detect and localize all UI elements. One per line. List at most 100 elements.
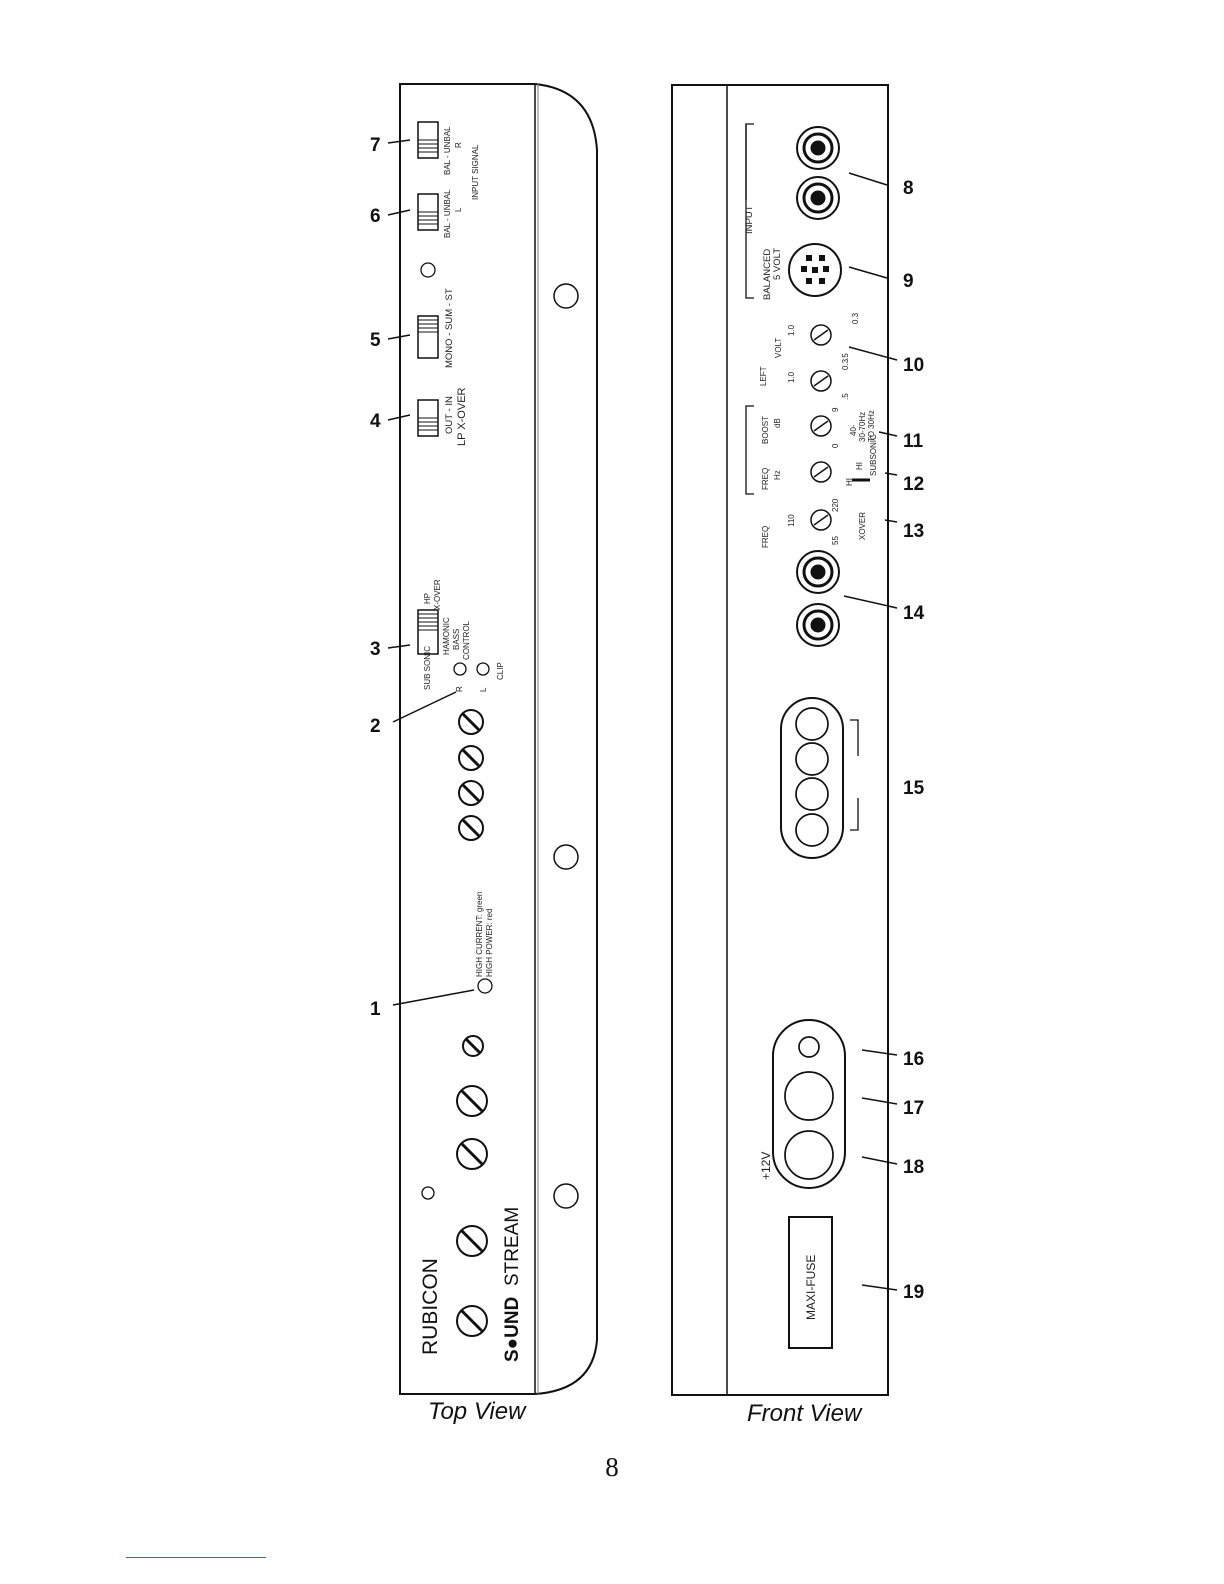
callout-1: 1: [370, 999, 381, 1020]
label-xover: XOVER: [858, 512, 867, 540]
sw5-label: MONO - SUM - ST: [444, 288, 455, 368]
svg-text:TO 30Hz: TO 30Hz: [867, 410, 876, 442]
svg-text:110: 110: [787, 514, 796, 527]
svg-text:220: 220: [831, 498, 840, 512]
callout-9: 9: [903, 271, 914, 292]
sw4-label-2: LP X-OVER: [456, 387, 468, 446]
switch-4-lp-xover: OUT - IN LP X-OVER: [417, 387, 468, 446]
led-l: L: [479, 687, 488, 692]
label-freq-1: FREQ: [761, 468, 770, 490]
page-number: 8: [605, 1452, 619, 1482]
speaker-terminals: [780, 697, 859, 859]
top-view-caption: Top View: [428, 1398, 526, 1425]
sw3-mid-3: CONTROL: [462, 620, 471, 660]
label-volt: VOLT: [774, 338, 783, 358]
switch-7-bal-unbal-r: BAL - UNBAL R INPUT SIGNAL: [417, 121, 480, 200]
label-freq-2: FREQ: [761, 526, 770, 548]
svg-text:1.0: 1.0: [787, 324, 796, 336]
svg-text:HI: HI: [845, 478, 854, 486]
switch-6-bal-unbal-l: BAL - UNBAL L: [417, 189, 463, 238]
callout-numbers: 1 2 3 4 5 6 7 8 9 10 11 12 13 14 15 16 1…: [370, 135, 925, 1303]
power-terminals: +12V: [759, 1019, 846, 1189]
top-view-panel: [399, 83, 598, 1395]
svg-text:0.3: 0.3: [841, 358, 850, 370]
clip-leds: R L CLIP: [453, 662, 505, 692]
callout-13: 13: [903, 521, 924, 542]
callout-5: 5: [370, 330, 381, 351]
sw4-label-1: OUT - IN: [444, 396, 455, 434]
balanced-line-2: 5 VOLT: [772, 248, 783, 280]
front-view-caption: Front View: [747, 1400, 862, 1427]
callout-4: 4: [370, 411, 381, 432]
volt-knob-right: 1.0 .5 0.3: [787, 312, 860, 360]
sw3-mid-1: HAMONIC: [442, 617, 451, 655]
sw3-right-2: X-OVER: [433, 579, 442, 610]
mounting-hole: [553, 283, 579, 309]
callout-7: 7: [370, 135, 381, 156]
label-left: LEFT: [759, 366, 768, 386]
sw3-right-1: HP: [423, 593, 432, 604]
sw3-mid-2: BASS: [452, 629, 461, 650]
led-r: R: [455, 686, 464, 692]
balanced-line-1: BALANCED: [762, 249, 773, 300]
indicator-hole: [420, 262, 436, 278]
switch-3-subsonic-harmonic-hp: SUB SONIC HAMONIC BASS CONTROL HP X-OVER: [417, 579, 471, 690]
status-led-line-1: HIGH CURRENT: green: [475, 892, 484, 977]
callout-14: 14: [903, 603, 925, 624]
brand-logo: S●UND STREAM: [502, 1207, 523, 1362]
svg-text:.5: .5: [841, 393, 850, 400]
svg-text:30-70Hz: 30-70Hz: [858, 412, 867, 442]
status-led-line-2: HIGH POWER: red: [485, 909, 494, 977]
balanced-input-connector: [788, 243, 842, 297]
input-label: INPUT: [744, 205, 755, 234]
svg-text:9: 9: [831, 407, 840, 412]
brand-model: RUBICON: [419, 1258, 442, 1355]
bass-freq-knob: [810, 461, 832, 483]
adjustment-screws: [458, 709, 484, 841]
label-boost: BOOST: [761, 416, 770, 444]
subsonic-switch: 40- 30-70Hz TO 30Hz SUBSONIC HI HI: [845, 410, 878, 486]
svg-text:HI: HI: [855, 462, 864, 470]
led-clip: CLIP: [496, 662, 505, 680]
mounting-hole: [553, 1183, 579, 1209]
sw6-label: BAL - UNBAL: [443, 189, 452, 238]
indicator-hole: [421, 1186, 435, 1200]
volt-knob-left: 1.0 .5 0.3: [787, 358, 850, 400]
mounting-hole: [553, 844, 579, 870]
callout-19: 19: [903, 1282, 924, 1303]
footer-rule: [126, 1557, 266, 1558]
callout-leader-lines: [387, 139, 898, 1291]
svg-text:1.0: 1.0: [787, 371, 796, 383]
label-db: dB: [773, 418, 782, 428]
boost-knob: 0 9: [810, 407, 840, 448]
input-bracket: [745, 123, 754, 299]
sw3-left: SUB SONIC: [423, 646, 432, 690]
label-fuse: MAXI-FUSE: [804, 1255, 818, 1320]
label-hz: Hz: [773, 470, 782, 480]
xover-freq-knob: 55 110 220: [787, 498, 840, 545]
rca-output-jacks: [796, 550, 840, 647]
svg-text:0.3: 0.3: [851, 312, 860, 324]
callout-3: 3: [370, 639, 381, 660]
bass-bracket: [745, 405, 754, 495]
terminal-screws: [456, 1035, 488, 1337]
callout-17: 17: [903, 1098, 924, 1119]
callout-6: 6: [370, 206, 381, 227]
svg-text:40-: 40-: [849, 424, 858, 436]
callout-2: 2: [370, 716, 381, 737]
svg-text:SUBSONIC: SUBSONIC: [869, 434, 878, 476]
rca-input-jacks: [796, 126, 840, 220]
callout-16: 16: [903, 1049, 924, 1070]
svg-text:0: 0: [831, 443, 840, 448]
input-signal-label: INPUT SIGNAL: [471, 144, 480, 200]
callout-18: 18: [903, 1157, 924, 1178]
status-led: HIGH CURRENT: green HIGH POWER: red: [475, 892, 494, 994]
svg-text:55: 55: [831, 536, 840, 545]
callout-15: 15: [903, 778, 925, 799]
label-plus12v: +12V: [759, 1152, 773, 1180]
brand-name-bold: S●UND: [502, 1297, 523, 1362]
sw6-channel: L: [454, 207, 463, 212]
switch-5-mono-sum-st: MONO - SUM - ST: [417, 288, 455, 368]
callout-12: 12: [903, 474, 924, 495]
